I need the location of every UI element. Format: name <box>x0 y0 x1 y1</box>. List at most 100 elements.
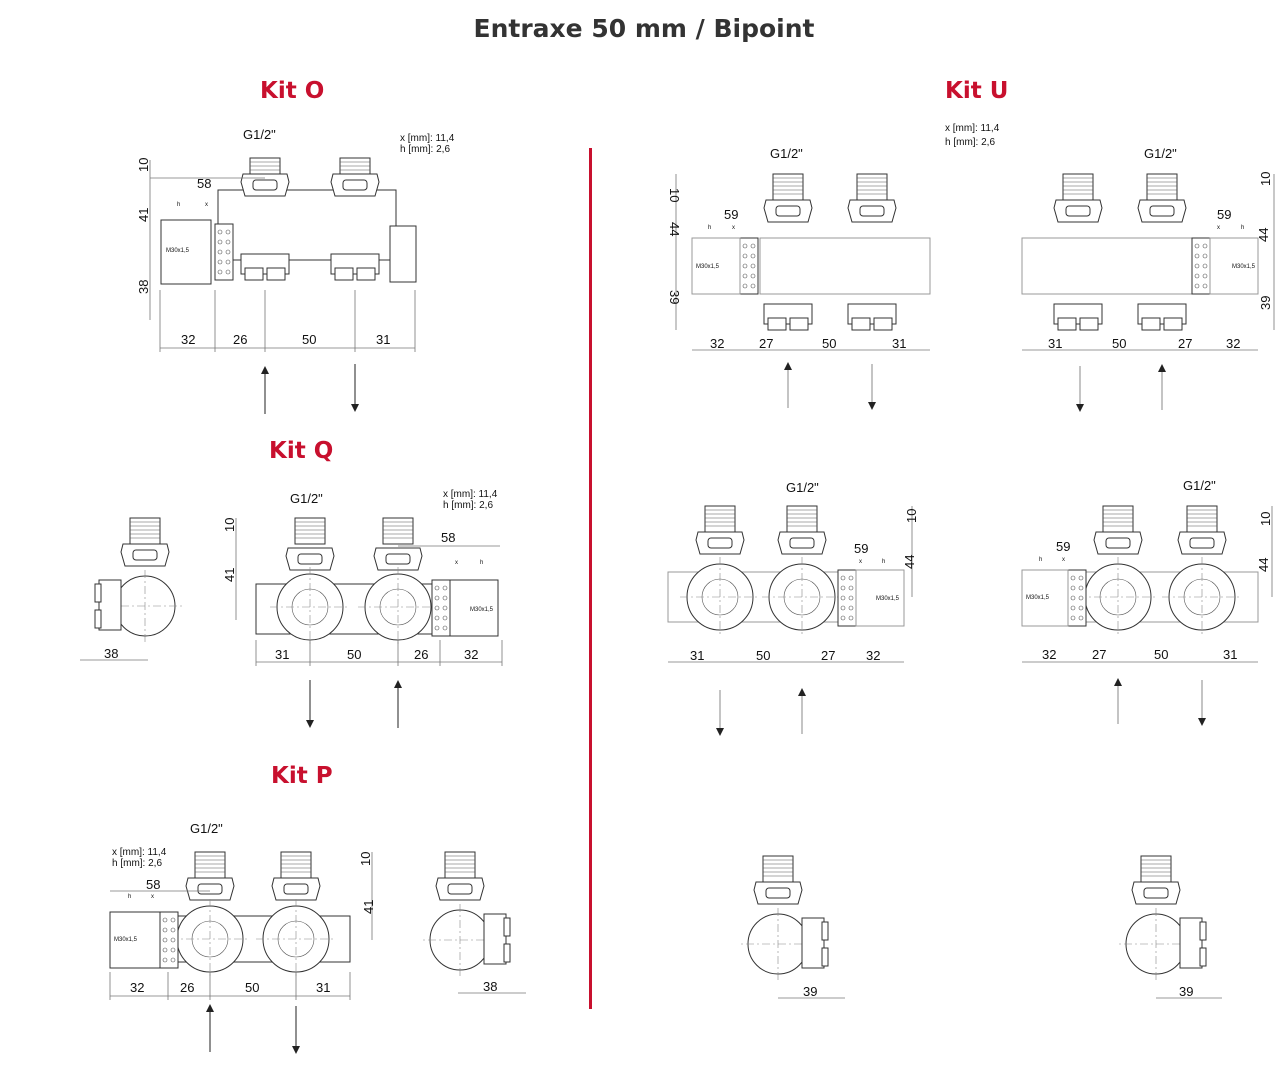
kit-p-dim-32: 32 <box>130 980 144 995</box>
kit-q-dim-58: 58 <box>441 530 455 545</box>
kit-o-drawing: G1/2" x [mm]: 11,4 h [mm]: 2,6 M30x1,5 5… <box>136 127 455 414</box>
kit-u3-x-label: x <box>859 559 862 565</box>
kit-q-dim-32: 32 <box>464 647 478 662</box>
kit-u2-dim-39: 39 <box>1258 296 1273 310</box>
kit-o-dim-32: 32 <box>181 332 195 347</box>
kit-q-h-label: h <box>480 560 483 566</box>
kit-q-title: Kit Q <box>269 438 334 464</box>
kit-o-dim-38: 38 <box>136 280 151 294</box>
kit-q-dim-50: 50 <box>347 647 361 662</box>
kit-u4-dim-50: 50 <box>1154 647 1168 662</box>
kit-p-dim-31: 31 <box>316 980 330 995</box>
kit-p-dim-38: 38 <box>483 979 497 994</box>
kit-p-thread-label: G1/2" <box>190 821 223 836</box>
kit-p-title: Kit P <box>271 763 333 789</box>
kit-u3-thermo-label: M30x1,5 <box>876 596 900 602</box>
kit-u2-dim-27: 27 <box>1178 336 1192 351</box>
kit-u4-thread-label: G1/2" <box>1183 478 1216 493</box>
kit-q-dim-10: 10 <box>222 518 237 532</box>
kit-u6-dim-39: 39 <box>1179 984 1193 999</box>
kit-q-h-note: h [mm]: 2,6 <box>443 500 493 511</box>
kit-p-drawing: G1/2" x [mm]: 11,4 h [mm]: 2,6 M30x1,5 5… <box>109 821 526 1054</box>
kit-u4-thermo-label: M30x1,5 <box>1026 595 1050 601</box>
kit-q-x-label: x <box>455 560 458 566</box>
kit-u3-dim-27: 27 <box>821 648 835 663</box>
kit-p-dim-58: 58 <box>146 877 160 892</box>
kit-u4-dim-59: 59 <box>1056 539 1070 554</box>
kit-u3-dim-32: 32 <box>866 648 880 663</box>
section-divider <box>589 148 592 1009</box>
kit-u2-dim-50: 50 <box>1112 336 1126 351</box>
kit-u1-dim-59: 59 <box>724 207 738 222</box>
kit-u1-dim-27: 27 <box>759 336 773 351</box>
kit-u2-h-label: h <box>1241 225 1244 231</box>
kit-u3-dim-50: 50 <box>756 648 770 663</box>
kit-o-title: Kit O <box>260 78 325 104</box>
kit-q-dim-26: 26 <box>414 647 428 662</box>
kit-p-dim-41: 41 <box>361 900 376 914</box>
kit-q-thread-label: G1/2" <box>290 491 323 506</box>
kit-p-h-note: h [mm]: 2,6 <box>112 858 162 869</box>
kit-o-dim-10: 10 <box>136 158 151 172</box>
kit-p-dim-26: 26 <box>180 980 194 995</box>
kit-u-h-note: h [mm]: 2,6 <box>945 137 995 148</box>
kit-u4-x-label: x <box>1062 557 1065 563</box>
kit-q-x-note: x [mm]: 11,4 <box>443 489 498 500</box>
kit-o-thread-label: G1/2" <box>243 127 276 142</box>
kit-u2-dim-59: 59 <box>1217 207 1231 222</box>
kit-u1-thermo-label: M30x1,5 <box>696 264 720 270</box>
kit-u4-h-label: h <box>1039 557 1042 563</box>
kit-u1-dim-32: 32 <box>710 336 724 351</box>
kit-u3-dim-10: 10 <box>904 509 919 523</box>
kit-u2-dim-32: 32 <box>1226 336 1240 351</box>
kit-u3-dim-31: 31 <box>690 648 704 663</box>
kit-p-x-note: x [mm]: 11,4 <box>112 847 167 858</box>
kit-u1-x-label: x <box>732 225 735 231</box>
kit-o-dim-31: 31 <box>376 332 390 347</box>
kit-q-drawing: 38 G1/2" x [mm]: 11,4 h [mm]: 2,6 M30x1,… <box>80 489 503 728</box>
kit-u2-thermo-label: M30x1,5 <box>1232 264 1256 270</box>
kit-o-dim-50: 50 <box>302 332 316 347</box>
kit-u2-dim-10: 10 <box>1258 172 1273 186</box>
page-title: Entraxe 50 mm / Bipoint <box>473 14 815 43</box>
kit-u3-dim-59: 59 <box>854 541 868 556</box>
kit-u1-thread-label: G1/2" <box>770 146 803 161</box>
kit-p-x-label: x <box>151 894 154 900</box>
kit-p-thermo-label: M30x1,5 <box>114 937 138 943</box>
kit-q-dim-41: 41 <box>222 568 237 582</box>
kit-q-thermo-label: M30x1,5 <box>470 607 494 613</box>
kit-u4-dim-27: 27 <box>1092 647 1106 662</box>
kit-u4-dim-32: 32 <box>1042 647 1056 662</box>
kit-u1-dim-31: 31 <box>892 336 906 351</box>
kit-q-dim-31: 31 <box>275 647 289 662</box>
kit-u2-x-label: x <box>1217 225 1220 231</box>
kit-u2-dim-31: 31 <box>1048 336 1062 351</box>
kit-u4-dim-44: 44 <box>1256 558 1271 572</box>
kit-o-dim-41: 41 <box>136 208 151 222</box>
kit-u1-dim-50: 50 <box>822 336 836 351</box>
kit-u4-dim-10: 10 <box>1258 512 1273 526</box>
kit-p-h-label: h <box>128 894 131 900</box>
kit-u2-thread-label: G1/2" <box>1144 146 1177 161</box>
kit-o-thermo-label: M30x1,5 <box>166 248 190 254</box>
kit-u1-dim-44: 44 <box>667 222 682 236</box>
kit-u3-thread-label: G1/2" <box>786 480 819 495</box>
kit-u1-h-label: h <box>708 225 711 231</box>
kit-u4-dim-31: 31 <box>1223 647 1237 662</box>
kit-u-drawing: x [mm]: 11,4 h [mm]: 2,6 G1/2" M30x1,5 5… <box>667 123 1275 999</box>
kit-u2-dim-44: 44 <box>1256 228 1271 242</box>
kit-u3-h-label: h <box>882 559 885 565</box>
kit-o-h-note: h [mm]: 2,6 <box>400 144 450 155</box>
kit-o-x-label: x <box>205 202 208 208</box>
kit-o-dim-26: 26 <box>233 332 247 347</box>
kit-p-dim-10: 10 <box>358 852 373 866</box>
kit-u1-dim-39: 39 <box>667 290 682 304</box>
kit-u1-dim-10: 10 <box>667 188 682 202</box>
kit-p-dim-50: 50 <box>245 980 259 995</box>
kit-u-x-note: x [mm]: 11,4 <box>945 123 1000 134</box>
kit-u3-dim-44: 44 <box>902 555 917 569</box>
kit-q-dim-38: 38 <box>104 646 118 661</box>
kit-o-dim-58: 58 <box>197 176 211 191</box>
kit-o-h-label: h <box>177 202 180 208</box>
